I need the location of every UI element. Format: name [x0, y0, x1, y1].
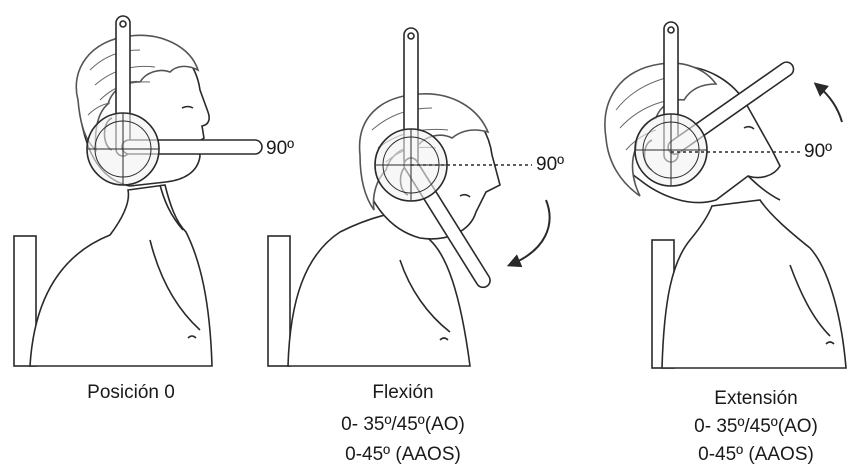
- figure-flexion: [268, 28, 550, 366]
- angle-label-neutral: 90º: [266, 138, 294, 160]
- angle-label-extension: 90º: [804, 141, 832, 163]
- caption-flexion-line-2: 0- 35º/45º(AO): [318, 412, 488, 438]
- torso: [662, 200, 846, 368]
- figure-extension: [605, 22, 846, 368]
- caption-extension-line-3: 0-45º (AAOS): [666, 442, 846, 468]
- caption-flexion: Flexión 0- 35º/45º(AO) 0-45º (AAOS): [318, 380, 488, 468]
- caption-extension: Extensión 0- 35º/45º(AO) 0-45º (AAOS): [666, 386, 846, 468]
- flexion-arrow-icon: [512, 200, 550, 264]
- figure-neutral: [14, 16, 262, 366]
- caption-neutral-line-1: Posición 0: [56, 380, 206, 406]
- caption-flexion-line-3: 0-45º (AAOS): [318, 442, 488, 468]
- caption-extension-line-2: 0- 35º/45º(AO): [666, 414, 846, 440]
- caption-neutral: Posición 0: [56, 380, 206, 406]
- angle-label-flexion: 90º: [536, 154, 564, 176]
- caption-extension-line-1: Extensión: [666, 386, 846, 412]
- chair-back: [268, 236, 290, 366]
- extension-arrow-icon: [818, 86, 842, 122]
- caption-flexion-line-1: Flexión: [318, 380, 488, 406]
- torso: [30, 185, 212, 366]
